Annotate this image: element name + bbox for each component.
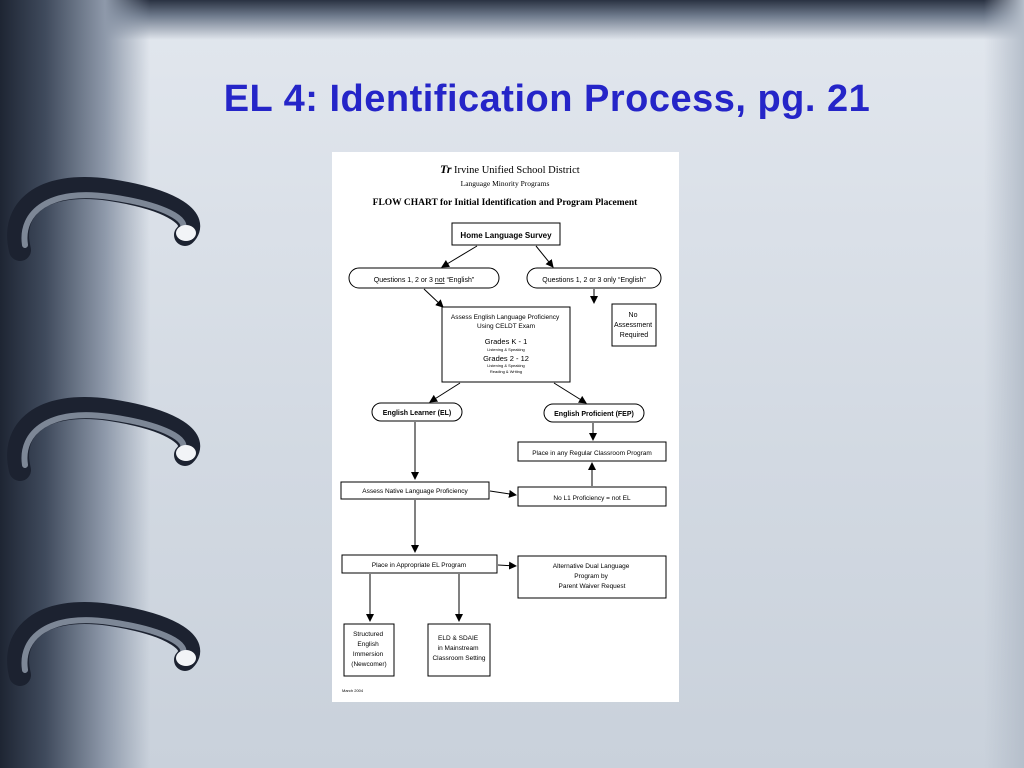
home-language-survey-box — [451, 222, 561, 246]
questions-only-english-label: Questions 1, 2 or 3 only “English” — [542, 277, 646, 284]
binder-top-shadow — [0, 0, 1024, 40]
assess-english-box — [441, 306, 571, 383]
alternative-dual-label: Alternative Dual Language Program by Par… — [553, 563, 631, 590]
regular-program-label: Place in any Regular Classroom Program — [532, 450, 652, 457]
district-name: Irvine Unified School District — [454, 165, 580, 176]
questions-not-english-box — [348, 267, 500, 289]
english-proficient-box — [543, 403, 645, 423]
eld-sdaie-box — [427, 623, 491, 677]
arrow — [429, 382, 461, 403]
english-learner-label: English Learner (EL) — [383, 410, 451, 417]
home-language-survey-label: Home Language Survey — [460, 231, 552, 240]
place-el-label: Place in Appropriate EL Program — [372, 562, 466, 569]
assess-english-label: Assess English Language Proficiency Usin… — [451, 314, 561, 330]
structured-immersion-box — [343, 623, 395, 677]
arrow — [489, 489, 517, 498]
structured-immersion-label: Structured English Immersion (Newcomer) — [351, 631, 386, 668]
svg-text:Tr: Tr — [440, 162, 452, 176]
no-assessment-box — [611, 303, 657, 347]
binder-ring-icon — [7, 602, 201, 686]
flowchart-diagram: Tr Irvine Unified School District Langua… — [340, 162, 667, 693]
flowchart-document: Tr Irvine Unified School District Langua… — [332, 152, 679, 702]
flowchart-heading: FLOW CHART for Initial Identification an… — [373, 198, 639, 208]
assess-native-label: Assess Native Language Proficiency — [362, 488, 468, 495]
questions-only-english-box — [526, 267, 662, 289]
grades-k1-label: Grades K - 1 — [485, 337, 528, 346]
english-learner-box — [371, 402, 463, 422]
grades-212-label: Grades 2 - 12 — [483, 354, 529, 363]
district-logo-icon: Tr — [440, 162, 452, 176]
arrow — [553, 382, 587, 404]
grades-212-sub1: Listening & Speaking — [487, 363, 525, 368]
binder-ring-icon — [7, 177, 201, 261]
no-l1-box — [517, 486, 667, 507]
no-assessment-label: No Assessment Required — [614, 312, 654, 339]
alternative-dual-box — [517, 555, 667, 599]
eld-sdaie-label: ELD & SDAIE in Mainstream Classroom Sett… — [432, 635, 485, 662]
regular-program-box — [517, 441, 667, 462]
arrow — [423, 288, 444, 308]
arrow — [535, 245, 554, 268]
arrow — [441, 245, 478, 268]
department-name: Language Minority Programs — [461, 179, 550, 188]
binder-right-shadow — [984, 0, 1024, 768]
english-proficient-label: English Proficient (FEP) — [554, 411, 634, 418]
arrow — [497, 561, 517, 570]
place-el-box — [341, 554, 498, 574]
questions-not-english-label: Questions 1, 2 or 3 not “English” — [374, 277, 475, 284]
no-l1-label: No L1 Proficiency = not EL — [553, 495, 631, 502]
footer-date: March 2004 — [342, 688, 364, 693]
slide-title: EL 4: Identification Process, pg. 21 — [223, 78, 871, 120]
assess-native-box — [340, 481, 490, 500]
binder-ring-icon — [7, 397, 201, 481]
grades-k1-sub: Listening & Speaking — [487, 347, 525, 352]
grades-212-sub2: Reading & Writing — [490, 369, 522, 374]
